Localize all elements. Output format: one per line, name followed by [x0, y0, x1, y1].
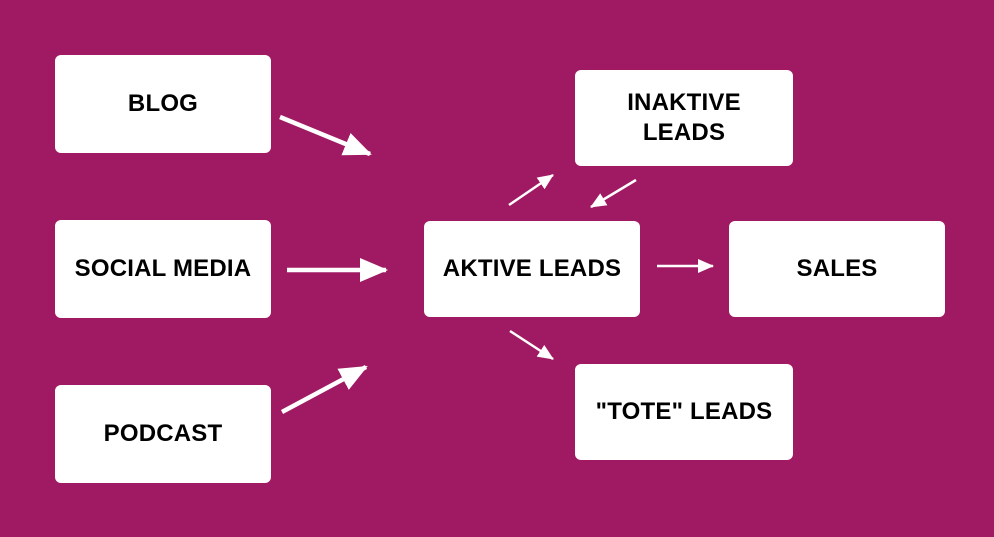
node-social-media: SOCIAL MEDIA: [55, 220, 271, 318]
arrow-active-to-dead: [509, 329, 554, 361]
node-blog: BLOG: [55, 55, 271, 153]
arrow-podcast-to-active: [280, 365, 368, 414]
arrow-active-to-inactive: [508, 173, 554, 207]
arrow-inactive-to-active: [590, 178, 637, 209]
node-inactive-leads: INAKTIVE LEADS: [575, 70, 793, 166]
node-podcast: PODCAST: [55, 385, 271, 483]
arrow-blog-to-active: [279, 114, 372, 157]
node-active-leads: AKTIVE LEADS: [424, 221, 640, 317]
node-sales: SALES: [729, 221, 945, 317]
node-dead-leads: "TOTE" LEADS: [575, 364, 793, 460]
